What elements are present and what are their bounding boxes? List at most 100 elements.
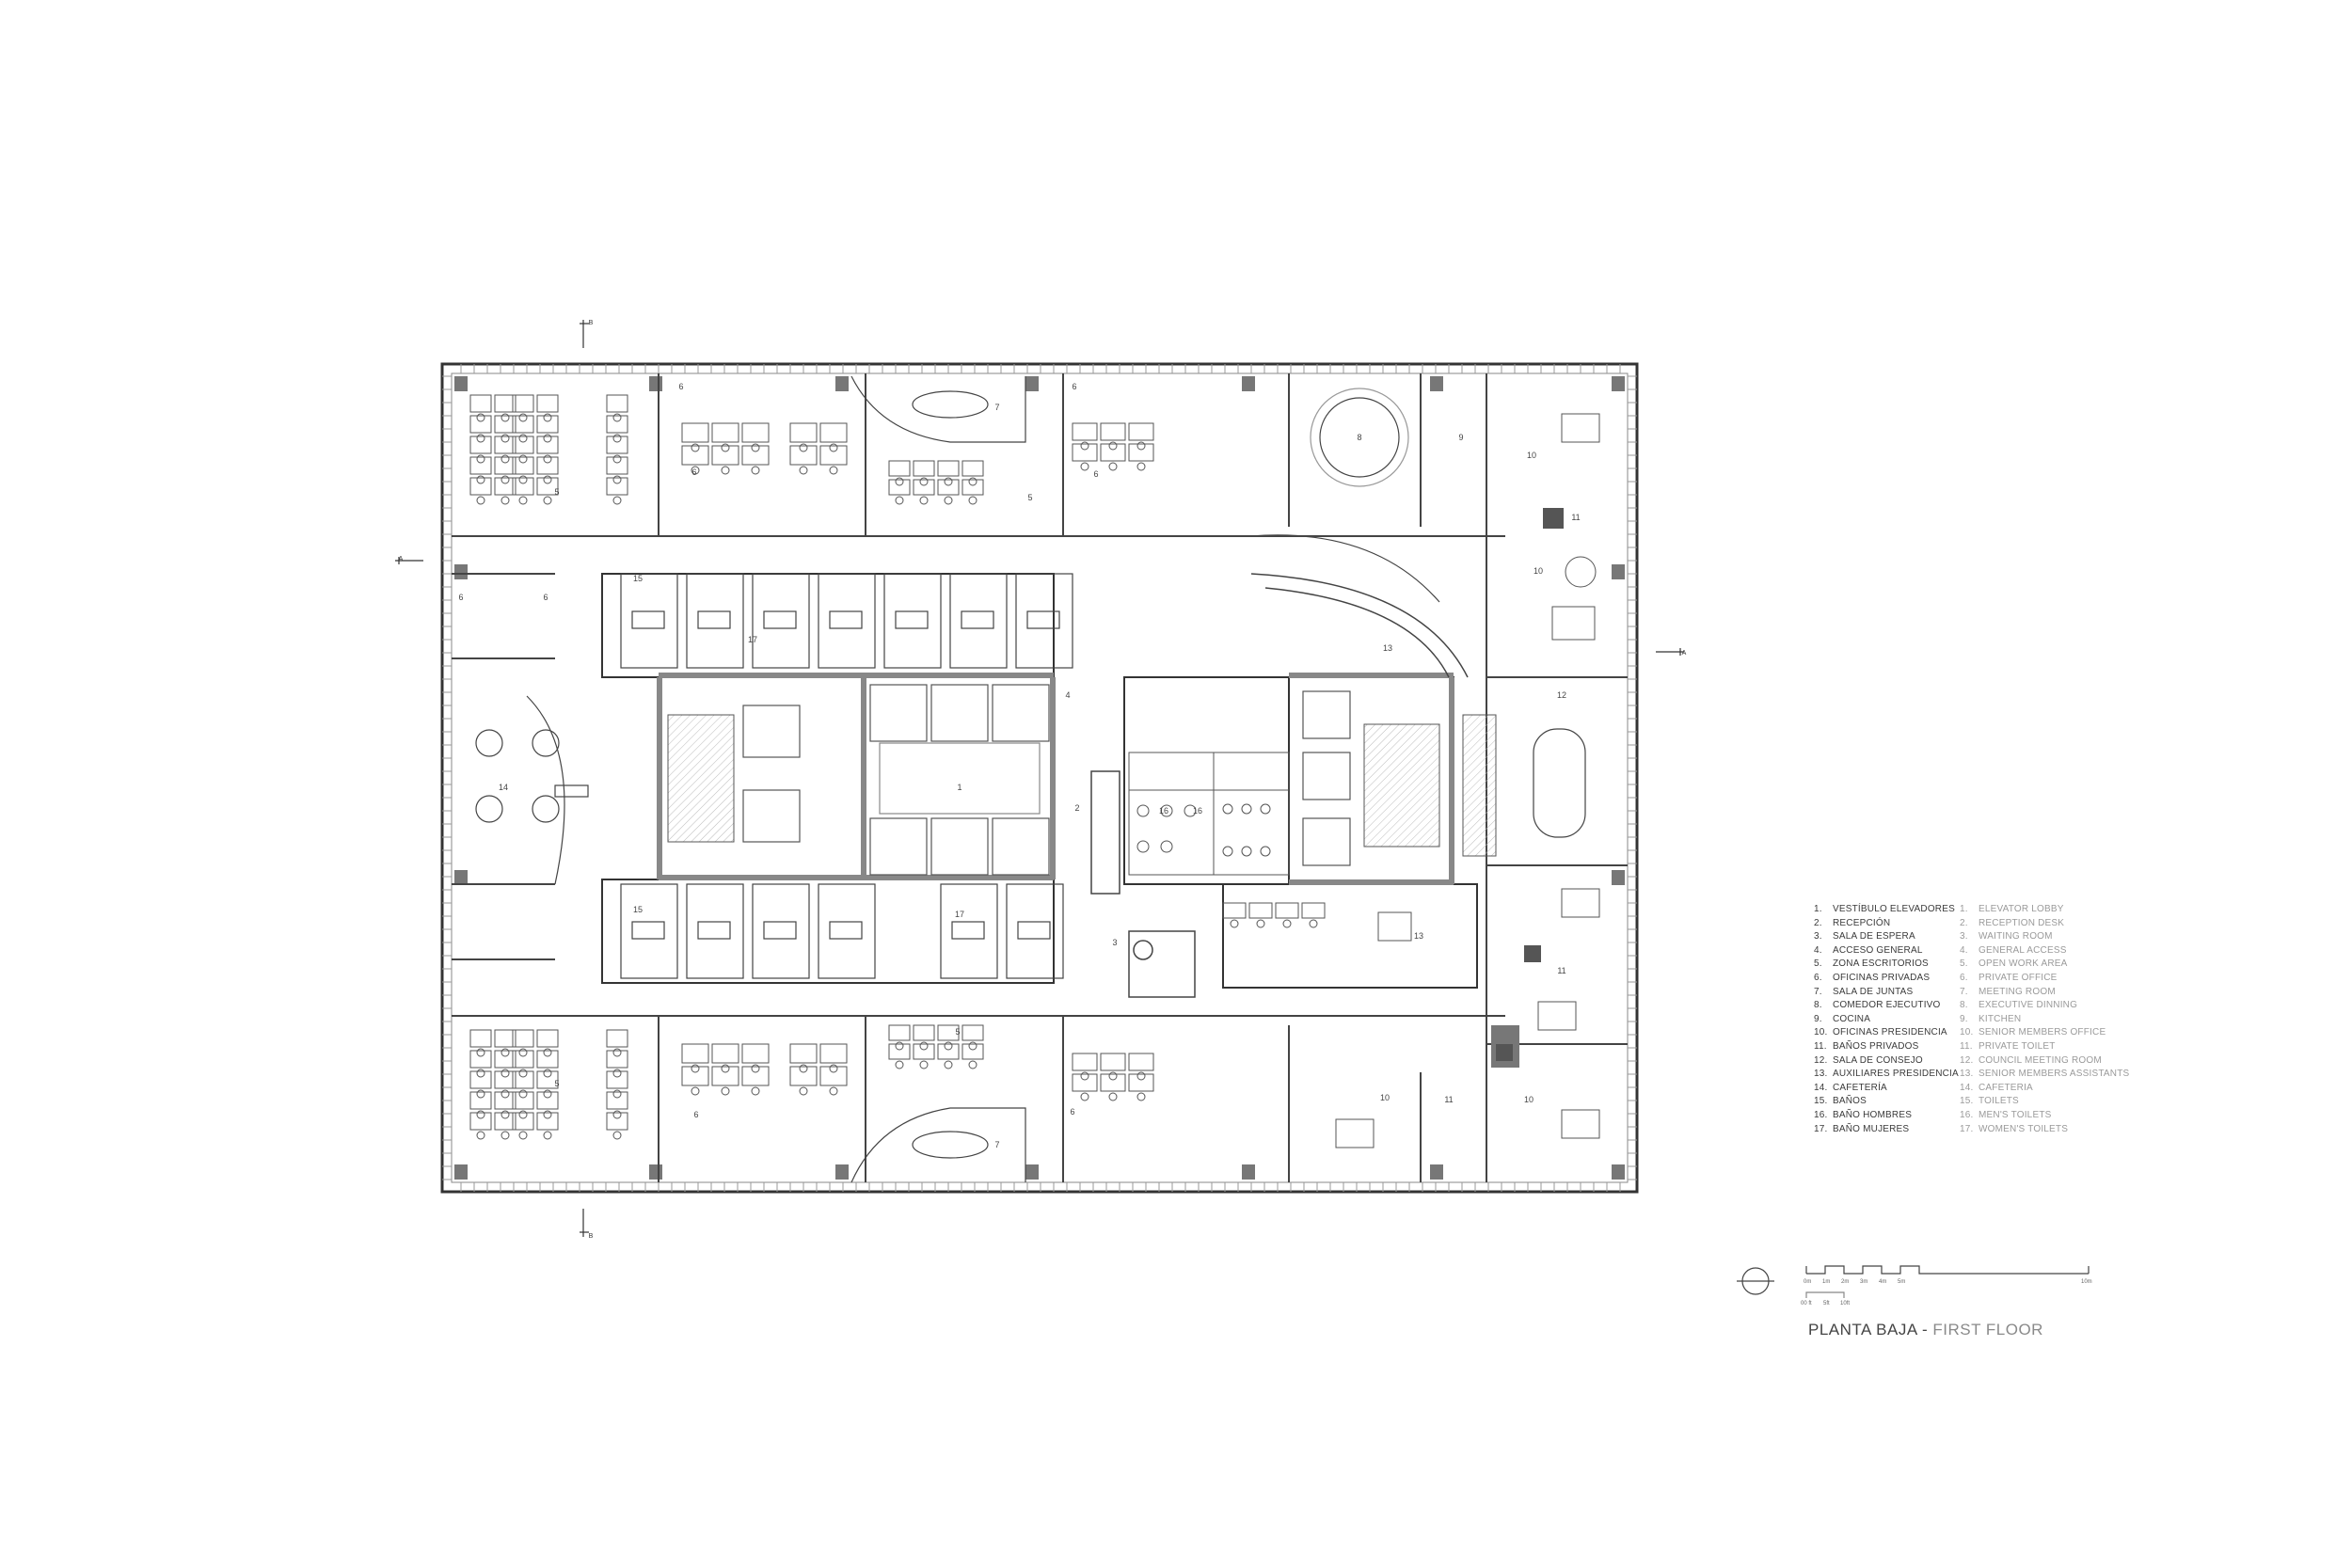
legend-item-label: ACCESO GENERAL	[1833, 944, 1923, 956]
room-label: 11	[1444, 1095, 1453, 1104]
north-arrow-icon	[1737, 1267, 1774, 1295]
room-label: 17	[955, 910, 964, 919]
meeting-rooms	[475, 375, 1586, 1183]
scale-label-3m: 3m	[1860, 1279, 1868, 1285]
legend-item: 10.OFICINAS PRESIDENCIA	[1814, 1026, 1959, 1040]
room-label: 5	[554, 1079, 559, 1088]
legend-item-number: 14.	[1814, 1082, 1828, 1093]
legend-item-label: KITCHEN	[1979, 1013, 2022, 1024]
room-label: 5	[1027, 493, 1032, 502]
legend-item-number: 16.	[1960, 1109, 1974, 1120]
legend-item-label: BAÑO MUJERES	[1833, 1123, 1910, 1134]
scale-label-10m: 10m	[2081, 1279, 2092, 1285]
legend-item: 4. ACCESO GENERAL	[1814, 944, 1959, 958]
legend-item-number: 13.	[1960, 1069, 1974, 1080]
room-label: 13	[1383, 643, 1392, 653]
room-label: 6	[1093, 469, 1098, 479]
room-label: 12	[1557, 690, 1566, 700]
legend-item-number: 9.	[1960, 1013, 1968, 1024]
legend-item: 5.ZONA ESCRITORIOS	[1814, 958, 1959, 972]
room-label: 5	[554, 487, 559, 497]
legend-item: 9. COCINA	[1814, 1013, 1959, 1027]
toilet-blocks	[1128, 752, 1290, 876]
legend-item: 6. PRIVATE OFFICE	[1960, 972, 2129, 986]
room-label: 7	[994, 403, 999, 412]
legend-item-label: VESTÍBULO ELEVADORES	[1833, 904, 1955, 914]
legend-item-label: PRIVATE OFFICE	[1979, 972, 2058, 983]
window-mullions	[442, 364, 1637, 1192]
legend-item-number: 9.	[1814, 1013, 1822, 1024]
legend-item-number: 3.	[1814, 931, 1822, 942]
room-label: 10	[1534, 566, 1543, 576]
room-label: 14	[499, 783, 508, 792]
legend-item-label: EXECUTIVE DINNING	[1979, 1000, 2078, 1011]
legend-item: 8. EXECUTIVE DINNING	[1960, 999, 2129, 1013]
legend-item-label: RECEPTION DESK	[1979, 917, 2065, 928]
legend-item: 15.TOILETS	[1960, 1095, 2129, 1109]
scale-label-1m: 1m	[1822, 1279, 1831, 1285]
room-label: 10	[1527, 451, 1536, 460]
legend-item-number: 17.	[1960, 1123, 1974, 1134]
legend-item-label: BAÑO HOMBRES	[1833, 1109, 1913, 1120]
legend-item-label: WAITING ROOM	[1979, 931, 2053, 942]
legend-item-number: 5.	[1960, 958, 1968, 970]
legend-item-label: WOMEN'S TOILETS	[1979, 1123, 2069, 1134]
legend-item-label: OPEN WORK AREA	[1979, 958, 2068, 970]
legend-item: 7.SALA DE JUNTAS	[1814, 986, 1959, 1000]
private-office-cells	[620, 573, 1073, 979]
title-english: FIRST FLOOR	[1932, 1321, 2043, 1338]
legend-item-label: MEETING ROOM	[1979, 986, 2056, 997]
room-label: 15	[633, 574, 643, 583]
legend-item-number: 8.	[1960, 1000, 1968, 1011]
room-label: 6	[1070, 1107, 1074, 1117]
legend-item: 11.PRIVATE TOILET	[1960, 1040, 2129, 1054]
room-label: 10	[1380, 1093, 1390, 1102]
legend-item: 13.AUXILIARES PRESIDENCIA	[1814, 1068, 1959, 1082]
legend-item-label: CAFETERIA	[1979, 1082, 2033, 1093]
legend-item-label: COCINA	[1833, 1013, 1871, 1024]
scale-label-5m: 5m	[1898, 1279, 1906, 1285]
legend-item: 11.BAÑOS PRIVADOS	[1814, 1040, 1959, 1054]
legend-item-label: BAÑOS	[1833, 1096, 1867, 1107]
room-label: 5	[955, 1027, 960, 1037]
title-separator: -	[1921, 1321, 1929, 1338]
reception-area	[1090, 573, 1469, 998]
legend-item-number: 4.	[1814, 944, 1822, 956]
section-marker-right: A	[1682, 650, 1687, 657]
legend-item-label: OFICINAS PRESIDENCIA	[1833, 1027, 1947, 1038]
legend-item: 1.VESTÍBULO ELEVADORES	[1814, 903, 1959, 917]
room-label: 1	[957, 783, 961, 792]
room-label: 6	[458, 593, 463, 602]
legend-item-label: ZONA ESCRITORIOS	[1833, 958, 1929, 970]
legend-item-label: SALA DE CONSEJO	[1833, 1054, 1923, 1066]
legend-item-number: 6.	[1960, 972, 1968, 983]
legend-item-number: 4.	[1960, 944, 1968, 956]
legend-item: 12.COUNCIL MEETING ROOM	[1960, 1054, 2129, 1069]
legend-item-label: MEN'S TOILETS	[1979, 1109, 2052, 1120]
room-label: 8	[1357, 433, 1361, 442]
legend-item: 16.BAÑO HOMBRES	[1814, 1109, 1959, 1123]
legend-item: 15.BAÑOS	[1814, 1095, 1959, 1109]
legend-item: 2.RECEPCIÓN	[1814, 917, 1959, 931]
section-marker-bottom: B	[589, 1233, 594, 1240]
core-walls	[657, 673, 1454, 885]
legend-item: 5. OPEN WORK AREA	[1960, 958, 2129, 972]
legend-item-label: RECEPCIÓN	[1833, 917, 1891, 928]
legend-item-label: OFICINAS PRIVADAS	[1833, 972, 1931, 983]
room-label: 2	[1074, 803, 1079, 813]
section-marker-top: B	[589, 320, 594, 326]
room-label: 9	[1458, 433, 1463, 442]
room-labels: 1 2 3 4 5 5 5 5 6 6 6 6 6 6 6 6 7 7 8 9 …	[458, 382, 1580, 1149]
legend-item-number: 8.	[1814, 1000, 1822, 1011]
legend-item: 12.SALA DE CONSEJO	[1814, 1054, 1959, 1069]
room-label: 13	[1414, 931, 1423, 941]
legend-item-number: 3.	[1960, 931, 1968, 942]
legend-item-number: 7.	[1814, 986, 1822, 997]
room-label: 6	[693, 1110, 698, 1119]
legend-item-number: 11.	[1960, 1040, 1973, 1052]
legend-item: 2.RECEPTION DESK	[1960, 917, 2129, 931]
legend-item: 14.CAFETERIA	[1960, 1082, 2129, 1096]
legend-item: 16. MEN'S TOILETS	[1960, 1109, 2129, 1123]
